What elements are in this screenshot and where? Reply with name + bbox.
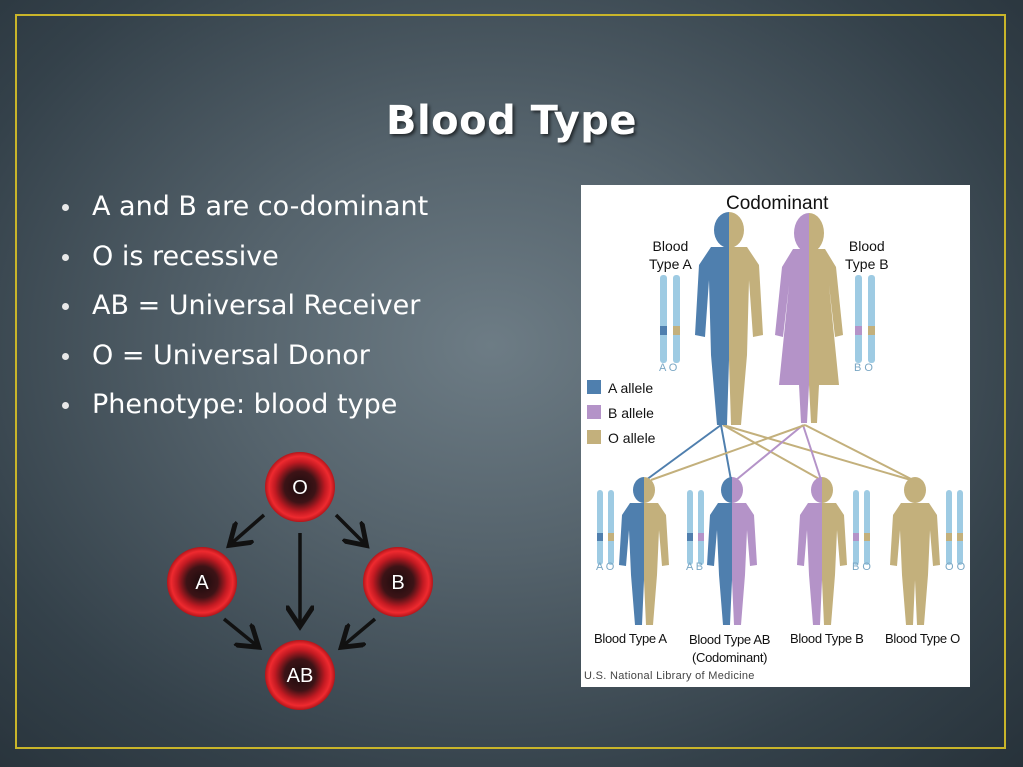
figure-title: Codominant xyxy=(726,193,829,214)
bullet-item: O is recessive xyxy=(58,236,428,286)
bullet-list: A and B are co-dominant O is recessive A… xyxy=(58,186,428,434)
cell-ab: AB xyxy=(265,640,335,710)
bullet-dot xyxy=(62,402,69,409)
legend-o-allele: O allele xyxy=(608,430,656,446)
child-o-label: Blood Type O xyxy=(885,631,960,646)
cell-b: B xyxy=(363,547,433,617)
cell-a-label: A xyxy=(195,572,209,594)
bullet-text: O = Universal Donor xyxy=(92,339,370,371)
inheritance-arrows xyxy=(222,513,377,645)
codominant-illustration xyxy=(587,212,963,625)
bullet-item: O = Universal Donor xyxy=(58,335,428,385)
child-b-label: Blood Type B xyxy=(790,631,864,646)
cell-a: A xyxy=(167,547,237,617)
parent-a-chromosomes xyxy=(660,275,680,363)
legend-a-allele: A allele xyxy=(608,380,654,396)
bullet-text: A and B are co-dominant xyxy=(92,191,429,222)
parent-b-label-line2: Type B xyxy=(845,256,889,272)
bullet-text: Phenotype: blood type xyxy=(92,389,398,420)
bullet-dot xyxy=(62,352,69,360)
child-a-figure xyxy=(619,477,669,625)
codominant-figure: Codominant Blood Type A Blood Type B A O… xyxy=(581,185,970,687)
parent-a-figure xyxy=(695,212,763,425)
bullet-item: AB = Universal Receiver xyxy=(58,285,428,335)
arrow-o-to-b xyxy=(334,513,364,543)
slide-title: Blood Type xyxy=(385,98,638,144)
arrow-o-to-a xyxy=(232,513,266,543)
parent-b-label-line1: Blood xyxy=(848,238,885,254)
legend-swatches xyxy=(587,380,601,444)
bullet-text: O is recessive xyxy=(92,240,279,272)
parent-b-label: Blood Type B xyxy=(845,237,889,273)
parent-b-chromosomes xyxy=(855,275,875,363)
child-a-label: Blood Type A xyxy=(594,631,667,646)
bullet-item: A and B are co-dominant xyxy=(58,186,428,236)
parent-b-figure xyxy=(775,213,843,423)
bullet-dot xyxy=(62,204,69,211)
parent-a-label-line1: Blood xyxy=(652,238,689,254)
blood-type-cell-diagram: O A B AB xyxy=(167,452,433,710)
child-ab-label-line2: (Codominant) xyxy=(692,650,768,665)
child-ab-alleles: A B xyxy=(686,561,704,573)
cell-ab-label: AB xyxy=(287,665,314,687)
parent-a-alleles: A O xyxy=(659,362,678,374)
arrow-a-to-ab xyxy=(222,617,256,645)
arrow-b-to-ab xyxy=(344,617,377,645)
parent-a-label: Blood Type A xyxy=(649,237,692,273)
parent-b-alleles: B O xyxy=(854,362,873,374)
child-b-alleles: B O xyxy=(852,561,871,573)
legend-b-allele: B allele xyxy=(608,405,654,421)
parent-a-label-line2: Type A xyxy=(649,256,692,272)
cell-o: O xyxy=(265,452,335,522)
cell-o-label: O xyxy=(292,477,308,499)
figure-credit: U.S. National Library of Medicine xyxy=(584,670,755,682)
bullet-dot xyxy=(62,303,69,310)
child-b-figure xyxy=(797,477,847,625)
child-ab-figure xyxy=(707,477,757,625)
cell-b-label: B xyxy=(391,572,404,594)
inheritance-lines xyxy=(645,424,914,481)
slide-frame xyxy=(15,14,1006,749)
bullet-dot xyxy=(62,253,69,261)
child-ab-label-line1: Blood Type AB xyxy=(689,632,771,647)
child-o-alleles: O O xyxy=(945,561,966,573)
child-ab-label: Blood Type AB (Codominant) xyxy=(689,631,770,667)
child-a-alleles: A O xyxy=(596,561,615,573)
bullet-item: Phenotype: blood type xyxy=(58,384,428,434)
bullet-text: AB = Universal Receiver xyxy=(92,290,421,321)
child-o-figure xyxy=(890,477,940,625)
child-chromosomes xyxy=(597,490,963,565)
